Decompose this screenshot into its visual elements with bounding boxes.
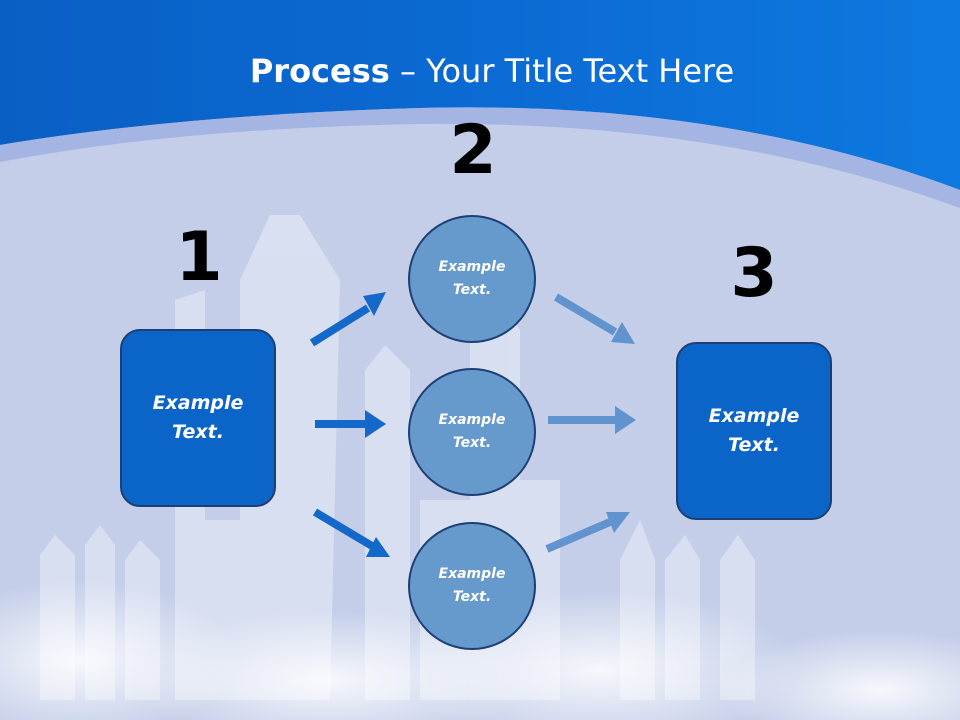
step-1-number: 1: [175, 218, 223, 297]
arrow-middle-to-3: [548, 406, 636, 434]
header-band: [0, 0, 960, 190]
arrow-1-to-top: [309, 292, 386, 347]
title-bold: Process: [249, 52, 390, 90]
step-2-circle-bottom: Example Text.: [408, 522, 536, 650]
header-swoosh: [0, 107, 960, 208]
step-2-circle-middle: Example Text.: [408, 368, 536, 496]
step-2-text-bottom: Example Text.: [438, 566, 506, 605]
step-3-number: 3: [730, 234, 778, 313]
title-rest: – Your Title Text Here: [389, 52, 735, 90]
arrow-bottom-to-3: [545, 512, 630, 553]
step-3-text: Example Text.: [708, 405, 800, 456]
arrow-top-to-3: [553, 293, 635, 344]
step-2-circle-top: Example Text.: [408, 215, 536, 343]
arrow-1-to-middle: [315, 410, 386, 438]
step-2-text-top: Example Text.: [438, 259, 506, 298]
step-3-box: Example Text.: [676, 342, 832, 520]
slide-title: Process – Your Title Text Here: [0, 52, 960, 90]
step-1-text: Example Text.: [152, 392, 244, 443]
arrow-1-to-bottom: [312, 508, 390, 557]
step-1-box: Example Text.: [120, 329, 276, 507]
step-2-number: 2: [449, 111, 497, 190]
step-2-text-middle: Example Text.: [438, 412, 506, 451]
